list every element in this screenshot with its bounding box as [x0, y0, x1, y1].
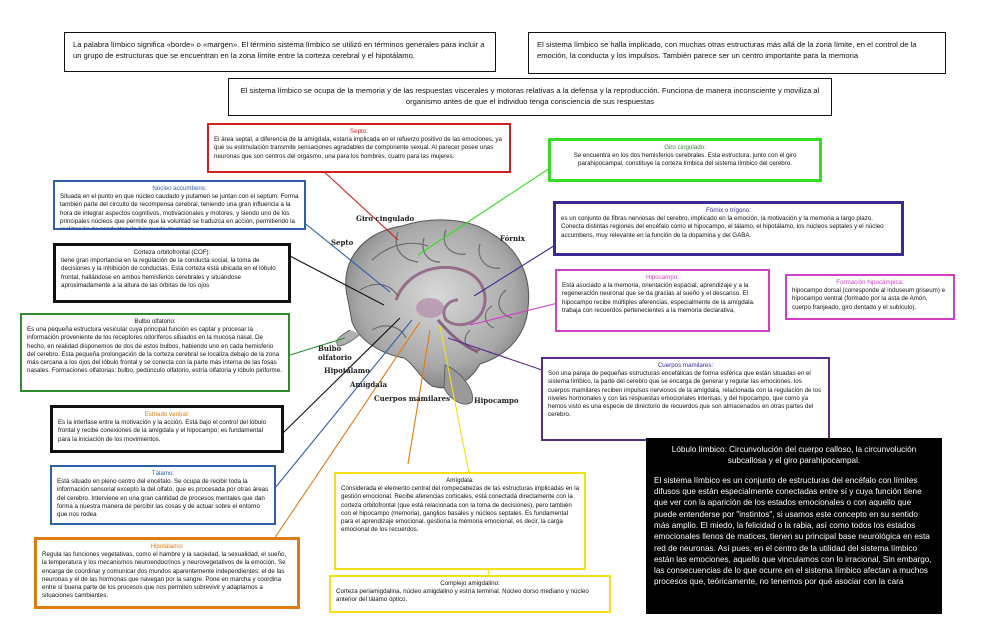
nucleo-accumbens-box: Núcleo accumbens: Situada en el punto en…	[53, 180, 306, 230]
complejo-text: Corteza periamigdalina, núcleo amigdalin…	[336, 588, 589, 604]
intro-box-center: El sistema límbico se ocupa de la memori…	[228, 78, 832, 116]
connector-amigdala	[407, 329, 431, 465]
complejo-amigdalino-box: Complejo amigdalino: Corteza periamigdal…	[329, 575, 611, 613]
talamo-text: Está situado en pleno centro del encéfal…	[57, 478, 269, 518]
label-bulbo-olfatorio: Bulbo olfatorio	[318, 344, 352, 362]
formacion-text: hipocampo dorsal (corresponde al induseu…	[792, 287, 946, 311]
estriado-title: Estriado ventral:	[144, 411, 190, 418]
corteza-text: tiene gran importancia en la regulación …	[61, 257, 276, 289]
label-fornix: Fórnix	[500, 234, 525, 243]
fornix-text: es un conjunto de fibras nerviosas del c…	[561, 215, 884, 239]
connector-talamo	[274, 319, 413, 489]
intro-box-right: El sistema límbico se halla implicado, c…	[528, 32, 946, 74]
hipocampo-text: Está asociado a la memoria, orientación …	[562, 282, 755, 314]
label-hipotalamo: Hipotálamo	[324, 366, 370, 375]
estriado-ventral-box: Estriado ventral: Es la interfase entre …	[50, 405, 284, 453]
connector-fornix	[473, 241, 561, 297]
fornix-title: Fórnix o trígono:	[705, 207, 752, 214]
label-amigdala: Amígdala	[350, 380, 388, 389]
formacion-title: Formación hipocámpica:	[836, 279, 904, 286]
hipotalamo-box: Hipotálamo: Regula las funciones vegetat…	[34, 537, 300, 609]
bulbo-text: Es una pequeña estructura vesicular cuya…	[27, 326, 282, 375]
connector-lines	[269, 159, 563, 591]
cuerpos-title: Cuerpos mamilares:	[657, 362, 714, 369]
hipotalamo-text: Regula las funciones vegetativas, como e…	[42, 551, 287, 600]
septo-title: Septo:	[350, 128, 368, 135]
connector-giro	[417, 159, 563, 256]
amigdala-title: Amígdala:	[446, 477, 474, 484]
talamo-title: Tálamo:	[151, 470, 175, 477]
estriado-text: Es la interfase entre la motivación y la…	[58, 419, 267, 443]
label-cuerpos-mamilares: Cuerpos mamilares	[374, 394, 451, 403]
septo-box: Septo: El área septal, a diferencia de l…	[207, 123, 511, 173]
label-hipocampo: Hipocampo	[474, 396, 519, 405]
corteza-orbitofrontal-box: Corteza orbitofrontal (COF): tiene gran …	[53, 243, 291, 303]
giro-title: Giro cingulado:	[664, 144, 706, 151]
connector-bulbo	[289, 337, 346, 356]
lobulo-text: El sistema límbico es un conjunto de est…	[654, 475, 932, 587]
hipotalamo-title: Hipotálamo:	[150, 543, 184, 550]
connector-hipotalamo	[269, 321, 421, 546]
intro-box-left: La palabra límbico significa «borde» o «…	[64, 32, 496, 72]
nucleo-title: Núcleo accumbens:	[152, 185, 207, 192]
hipocampo-title: Hipocampo:	[645, 274, 680, 281]
label-septo: Septo	[331, 238, 354, 247]
complejo-title: Complejo amigdalino:	[440, 580, 500, 587]
connector-corteza	[287, 254, 385, 306]
connector-septo	[319, 167, 399, 241]
lobulo-limbico-panel: Lóbulo límbico: Circunvolución del cuerp…	[646, 438, 942, 614]
amigdala-box: Amígdala: Considerada el elemento centra…	[334, 472, 586, 570]
connector-hipocampo	[469, 301, 563, 326]
connector-cuerpos	[447, 337, 549, 373]
formacion-hipocampica-box: Formación hipocámpica: hipocampo dorsal …	[785, 274, 955, 320]
talamo-box: Tálamo: Está situado en pleno centro del…	[50, 465, 276, 525]
cuerpos-text: Son una pareja de pequeñas estructuras e…	[548, 370, 822, 419]
connector-estriado	[281, 317, 401, 435]
cuerpos-mamilares-box: Cuerpos mamilares: Son una pareja de peq…	[541, 357, 830, 441]
bulbo-title: Bulbo olfatorio:	[134, 318, 176, 325]
amigdala-text: Considerada el elemento central del romp…	[341, 485, 580, 534]
giro-text: Se encuentra en los dos hemisferios cere…	[573, 152, 797, 168]
fornix-box: Fórnix o trígono: es un conjunto de fibr…	[553, 201, 904, 256]
nucleo-text: Situada en el punto en que núcleo caudad…	[60, 193, 299, 230]
lobulo-title: Lóbulo límbico: Circunvolución del cuerp…	[671, 445, 917, 466]
giro-cingulado-box: Giro cingulado: Se encuentra en los dos …	[548, 138, 822, 182]
hipocampo-box: Hipocampo: Está asociado a la memoria, o…	[555, 269, 770, 332]
septo-text: El área septal, a diferencia de la amígd…	[214, 136, 502, 160]
label-giro-cingulado: Giro cingulado	[356, 214, 415, 223]
corteza-title: Corteza orbitofrontal (COF):	[133, 249, 211, 256]
bulbo-olfatorio-box: Bulbo olfatorio: Es una pequeña estructu…	[20, 313, 290, 392]
